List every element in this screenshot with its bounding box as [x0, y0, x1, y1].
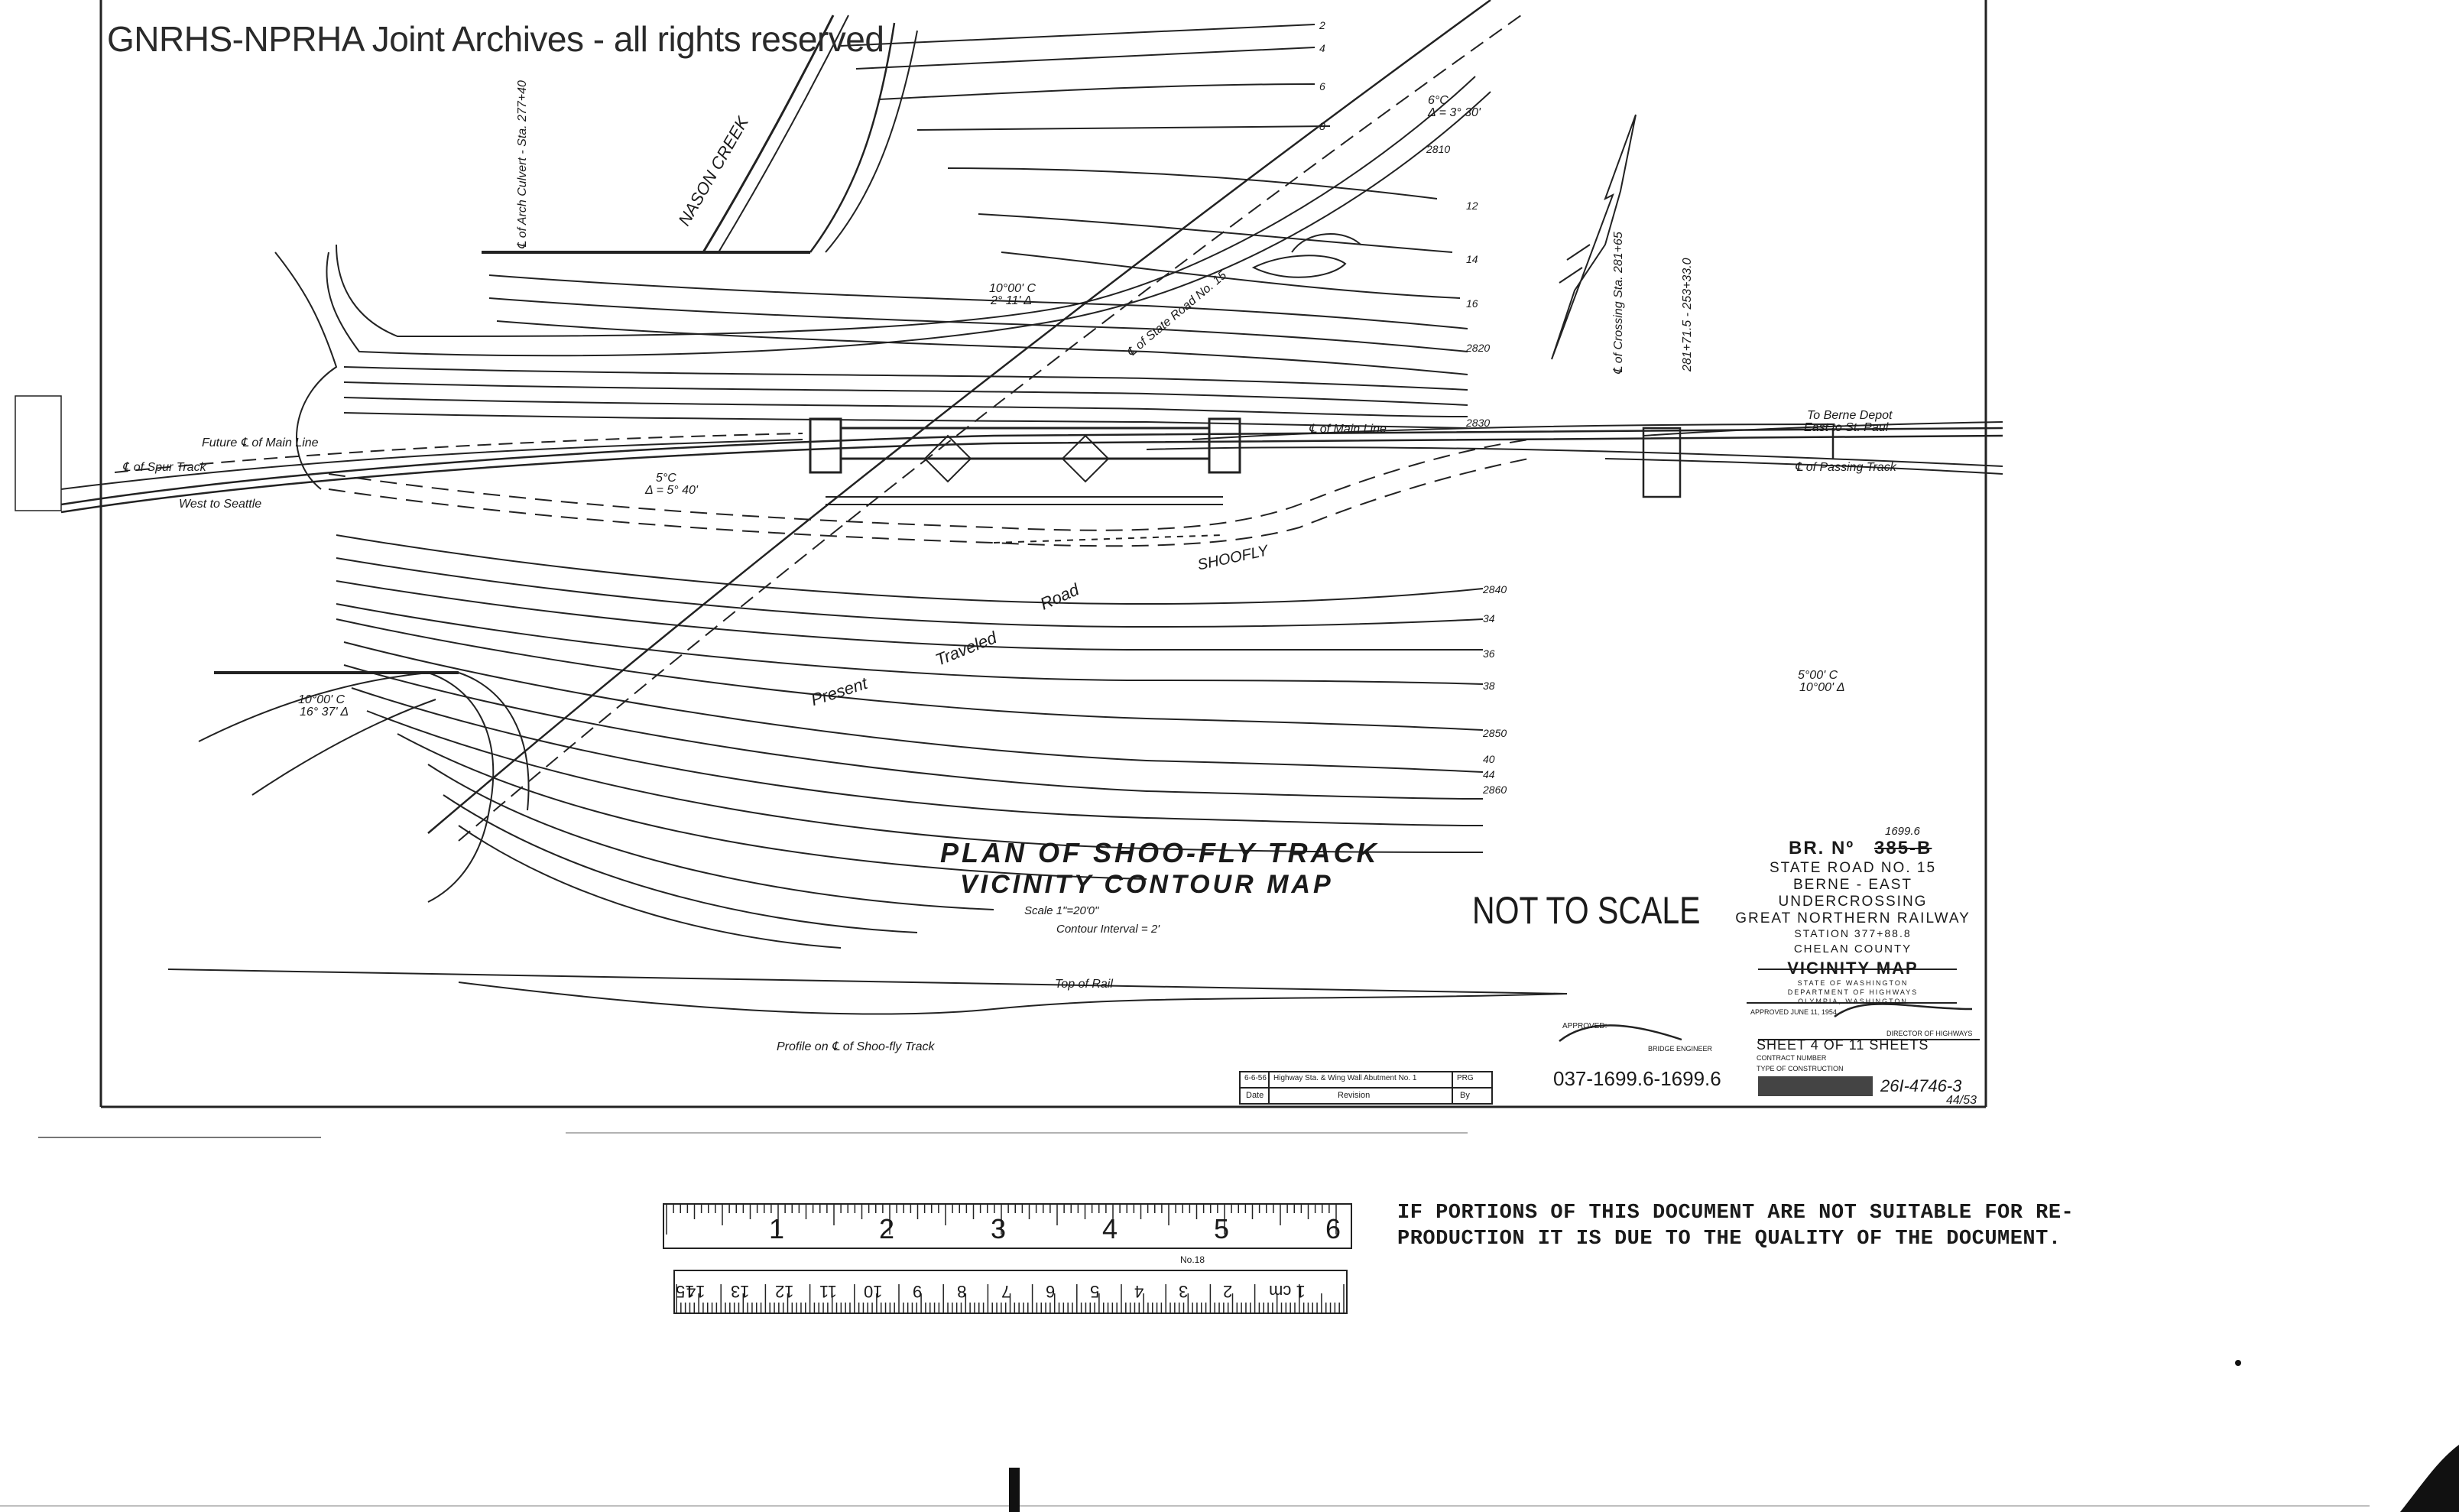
archive-watermark: GNRHS-NPRHA Joint Archives - all rights …	[107, 19, 884, 59]
contour-label: 4	[1319, 42, 1325, 54]
curve-10c-delta: 16° 37' Δ	[300, 706, 349, 719]
curve-10c-top-delta: 2° 11' Δ	[991, 294, 1032, 307]
contour-label: 40	[1483, 753, 1495, 765]
contour-label: 2850	[1483, 727, 1507, 739]
main-line-label: ℄ of Main Line	[1309, 423, 1387, 436]
ruler-inch-label: 2	[879, 1213, 895, 1244]
not-to-scale-stamp: NOT TO SCALE	[1472, 889, 1701, 932]
sheet-fraction: 44/53	[1946, 1094, 1977, 1107]
curve-10c-top-label: 10°00' C	[989, 282, 1036, 295]
ruler-inch-label: 1	[769, 1213, 785, 1244]
to-berne-label: To Berne Depot	[1807, 409, 1893, 422]
ruler-cm-label: 7	[1001, 1282, 1011, 1301]
agency-state: STATE OF WASHINGTON	[1797, 979, 1909, 987]
contour-label: 34	[1483, 612, 1495, 625]
ruler-cm-label: 11	[819, 1282, 837, 1301]
ruler-model: No.18	[1180, 1254, 1205, 1265]
contour-label: 44	[1483, 768, 1495, 780]
plan-scale: Scale 1"=20'0"	[1024, 904, 1099, 917]
ruler-cm-label: 10	[864, 1282, 883, 1301]
curve-6c-label: 6°C	[1428, 94, 1448, 107]
contour-label: 36	[1483, 647, 1495, 660]
curve-5c-label: 5°C	[656, 472, 676, 485]
ruler-inch-label: 4	[1102, 1213, 1118, 1244]
curve-10c-label: 10°00' C	[298, 693, 345, 706]
contour-label: 6	[1319, 80, 1325, 92]
agency-department: DEPARTMENT OF HIGHWAYS	[1787, 988, 1919, 996]
bridge-number-revised: 1699.6	[1885, 825, 1920, 838]
ruler-cm-label: 2	[1223, 1282, 1233, 1301]
contour-label: 14	[1466, 253, 1478, 265]
ruler-inch-label: 6	[1325, 1213, 1341, 1244]
county: CHELAN COUNTY	[1793, 943, 1912, 956]
ruler-cm-label: 4	[1134, 1282, 1144, 1301]
drawing-number: 26I-4746-3	[1880, 1076, 1962, 1095]
contour-label: 38	[1483, 680, 1495, 692]
reproduction-notice-line1: IF PORTIONS OF THIS DOCUMENT ARE NOT SUI…	[1397, 1202, 2075, 1225]
revision-date: 6-6-56	[1244, 1074, 1267, 1082]
plan-title-line2: VICINITY CONTOUR MAP	[960, 870, 1334, 899]
revision-header-by: By	[1460, 1091, 1470, 1100]
contour-label: 2830	[1466, 417, 1491, 429]
curve-5c-right-label: 5°00' C	[1798, 669, 1838, 682]
approved-date: APPROVED JUNE 11, 1954	[1750, 1008, 1837, 1016]
passing-track-label: ℄ of Passing Track	[1795, 461, 1896, 474]
west-seattle-label: West to Seattle	[179, 498, 262, 511]
bridge-number: 385-B	[1874, 838, 1932, 858]
ruler-cm-label: 13	[731, 1282, 750, 1301]
ruler-cm-label: 8	[957, 1282, 967, 1301]
revision-header-revision: Revision	[1338, 1091, 1371, 1100]
east-st-paul-label: East to St. Paul	[1804, 421, 1889, 434]
ruler-cm-label: 6	[1046, 1282, 1056, 1301]
vicinity-map-title: VICINITY MAP	[1787, 959, 1919, 978]
ruler-cm-label: 5	[1090, 1282, 1100, 1301]
curve-5c-delta: Δ = 5° 40'	[645, 484, 698, 497]
contour-label: 2860	[1483, 784, 1507, 796]
contract-number: CONTRACT NUMBER	[1757, 1054, 1827, 1062]
agency-city: OLYMPIA, WASHINGTON	[1798, 998, 1908, 1005]
bridge-number-prefix: BR. Nº	[1789, 838, 1855, 858]
stationing-label: 281+71.5 - 253+33.0	[1681, 258, 1694, 372]
structure-type: UNDERCROSSING	[1778, 894, 1928, 910]
revision-text: Highway Sta. & Wing Wall Abutment No. 1	[1273, 1074, 1417, 1082]
bridge-engineer: BRIDGE ENGINEER	[1648, 1045, 1713, 1053]
location: BERNE - EAST	[1793, 877, 1912, 893]
ruler-cm-label: 15	[676, 1282, 695, 1301]
station: STATION 377+88.8	[1794, 927, 1912, 939]
revision-by: PRG	[1457, 1074, 1474, 1082]
railway: GREAT NORTHERN RAILWAY	[1735, 910, 1971, 926]
contour-label: 2820	[1466, 342, 1491, 354]
contour-label: 16	[1466, 297, 1478, 310]
sheet-count: SHEET 4 OF 11 SHEETS	[1757, 1037, 1929, 1053]
profile-label: Profile on ℄ of Shoo-fly Track	[777, 1040, 935, 1053]
document-number: 037-1699.6-1699.6	[1553, 1067, 1721, 1090]
culvert-label: ℄ of Arch Culvert - Sta. 277+40	[516, 80, 529, 249]
plan-title-line1: PLAN OF SHOO-FLY TRACK	[940, 837, 1380, 868]
contour-interval: Contour Interval = 2'	[1056, 923, 1160, 936]
contour-label: 2840	[1483, 583, 1507, 595]
curve-6c-delta: Δ = 3° 30'	[1428, 106, 1481, 119]
contour-label: 8	[1319, 120, 1325, 132]
reproduction-notice-line2: PRODUCTION IT IS DUE TO THE QUALITY OF T…	[1397, 1228, 2062, 1251]
curve-5c-right-delta: 10°00' Δ	[1799, 681, 1845, 694]
spur-track-label: ℄ of Spur Track	[122, 461, 206, 474]
ruler-cm-label: 1 cm	[1269, 1282, 1306, 1301]
ruler-cm-label: 3	[1179, 1282, 1189, 1301]
contour-label: 2810	[1426, 143, 1451, 155]
approved-label: APPROVED:	[1562, 1022, 1607, 1030]
revision-header-date: Date	[1246, 1091, 1264, 1100]
state-road: STATE ROAD NO. 15	[1769, 860, 1937, 876]
director-of-highways: DIRECTOR OF HIGHWAYS	[1886, 1030, 1973, 1037]
type-of-construction: TYPE OF CONSTRUCTION	[1757, 1065, 1844, 1072]
ruler-cm-label: 9	[913, 1282, 923, 1301]
ruler-inch-label: 5	[1214, 1213, 1230, 1244]
top-of-rail-label: Top of Rail	[1055, 978, 1113, 991]
contour-label: 2	[1319, 19, 1325, 31]
ruler-cm-label: 12	[775, 1282, 794, 1301]
future-main-line-label: Future ℄ of Main Line	[202, 436, 319, 449]
ruler-inch-label: 3	[991, 1213, 1007, 1244]
contour-label: 12	[1466, 200, 1478, 212]
crossing-label: ℄ of Crossing Sta. 281+65	[1612, 232, 1625, 375]
